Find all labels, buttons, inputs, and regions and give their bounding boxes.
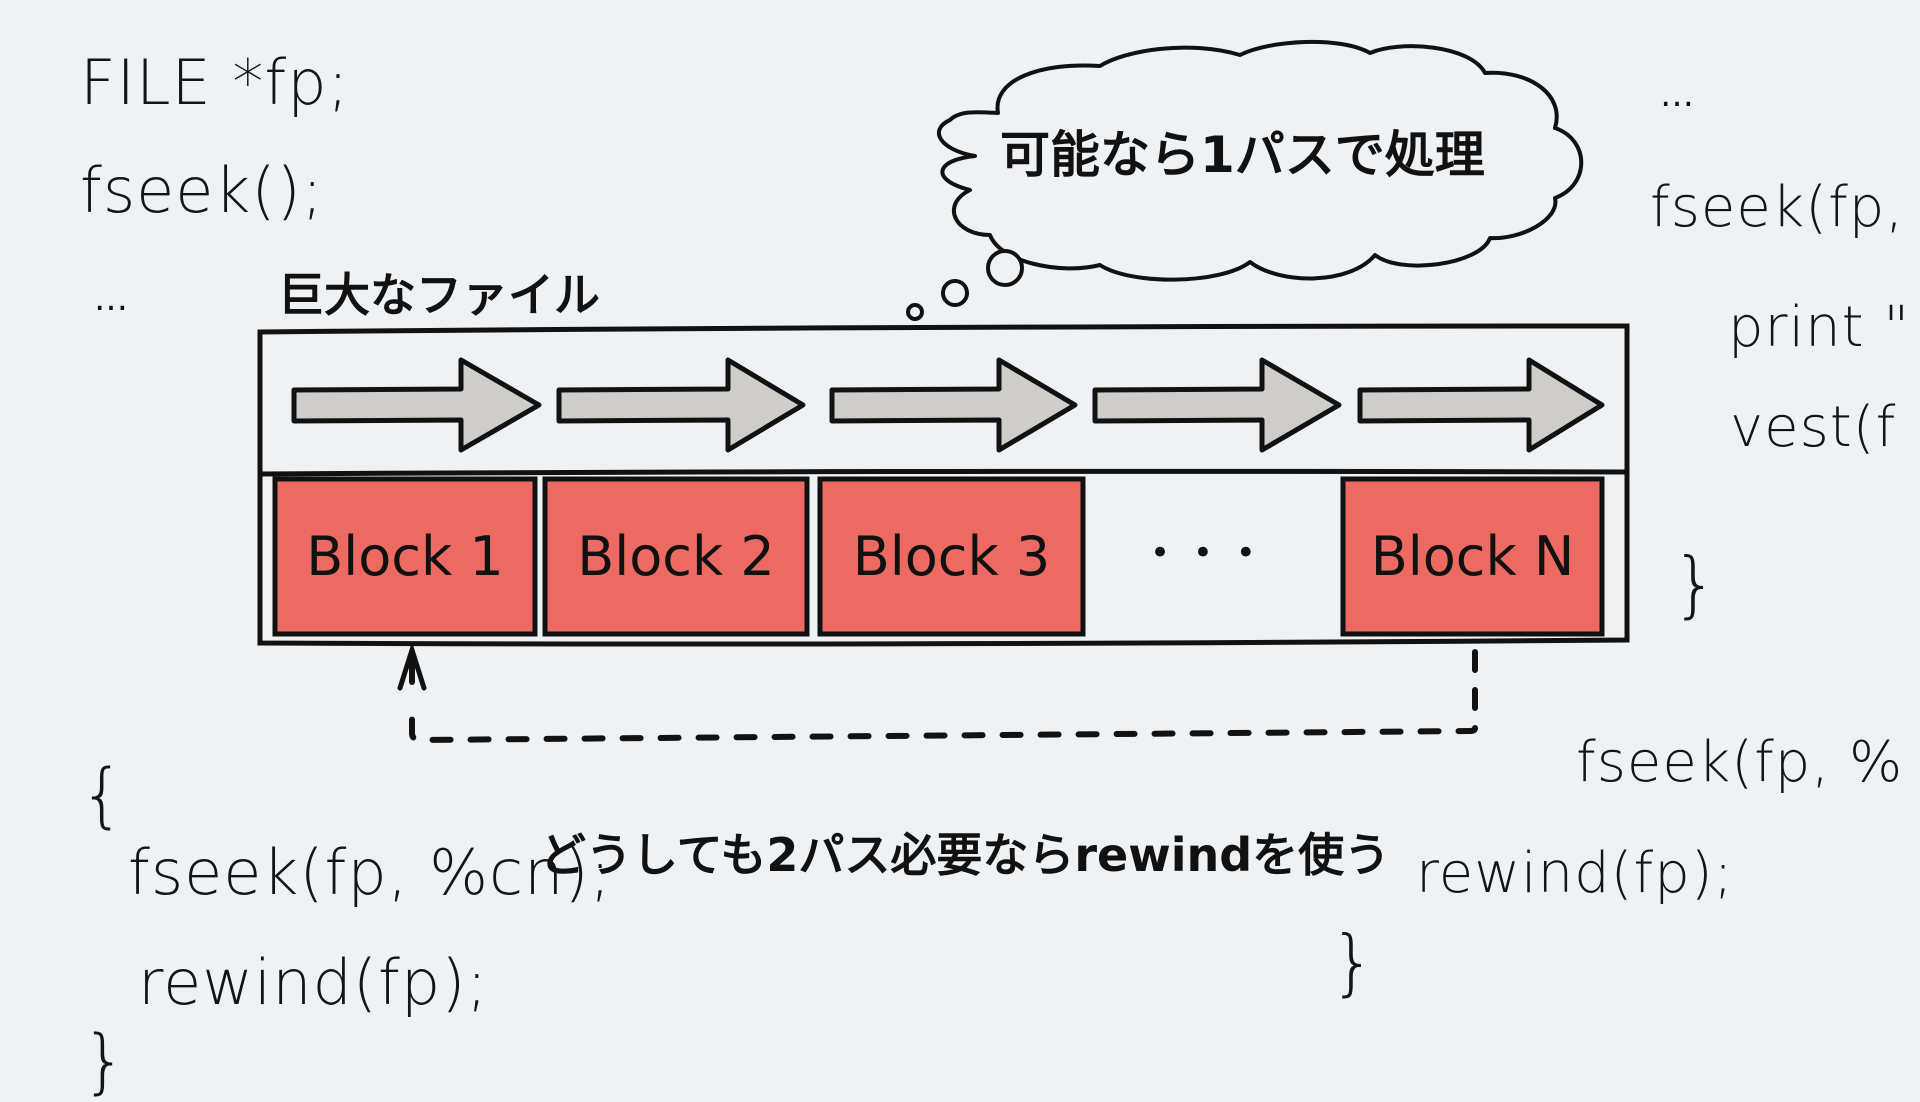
block-n — [1340, 476, 1605, 637]
block-3 — [817, 476, 1086, 637]
blocks-ellipsis: • • • — [1150, 533, 1262, 573]
progress-arrows — [291, 357, 1605, 453]
file-box-divider — [259, 468, 1628, 477]
arrow-right-icon — [291, 357, 542, 453]
block-2 — [542, 476, 810, 637]
file-label: 巨大なファイル — [278, 268, 600, 322]
block-label-3: Block 3 — [852, 525, 1051, 588]
code-vest: vest(f — [1730, 395, 1897, 460]
file-box-outline — [257, 323, 1630, 647]
arrow-right-icon — [829, 357, 1078, 453]
arrow-right-icon — [1357, 357, 1605, 453]
rewind-arrowhead-icon — [397, 641, 427, 691]
code-close-brace-bottom-right: } — [1330, 920, 1377, 1004]
code-ellipsis-left: … — [94, 279, 128, 319]
rewind-connector — [397, 641, 1478, 744]
block-label-1: Block 1 — [306, 525, 504, 588]
arrow-right-icon — [1092, 357, 1342, 453]
code-open-brace-left: { — [80, 754, 126, 836]
thought-cloud — [906, 39, 1584, 321]
code-print: print " — [1728, 295, 1911, 360]
blocks-row — [272, 476, 1605, 637]
cloud-outline — [937, 39, 1584, 282]
code-fseek-cn: fseek(fp, %cn); — [128, 836, 612, 909]
block-label-2: Block 2 — [577, 525, 775, 588]
code-fseek-right: fseek(fp, — [1650, 175, 1905, 240]
thought-bubble-medium — [941, 279, 969, 307]
rewind-caption: どうしても2パス必要ならrewindを使う — [540, 828, 1391, 882]
block-1 — [272, 476, 538, 637]
code-rewind-right: rewind(fp); — [1416, 841, 1734, 906]
rewind-dashed-path — [409, 649, 1478, 744]
code-file-decl: FILE *fp; — [80, 46, 350, 119]
diagram-canvas — [257, 39, 1630, 744]
thought-bubble-small — [906, 303, 924, 321]
code-close-brace-left: } — [82, 1020, 128, 1102]
code-ellipsis-right: … — [1660, 75, 1694, 115]
code-close-brace-right: } — [1672, 542, 1719, 626]
code-fseek-call: fseek(); — [80, 154, 324, 227]
thought-text: 可能なら1パスで処理 — [1000, 126, 1485, 184]
code-fseek-bottom-right: fseek(fp, % — [1576, 730, 1904, 795]
arrow-right-icon — [556, 357, 806, 453]
block-label-n: Block N — [1370, 525, 1575, 588]
code-rewind-left: rewind(fp); — [138, 946, 489, 1019]
thought-bubble-large — [986, 249, 1024, 287]
file-box — [257, 323, 1630, 647]
